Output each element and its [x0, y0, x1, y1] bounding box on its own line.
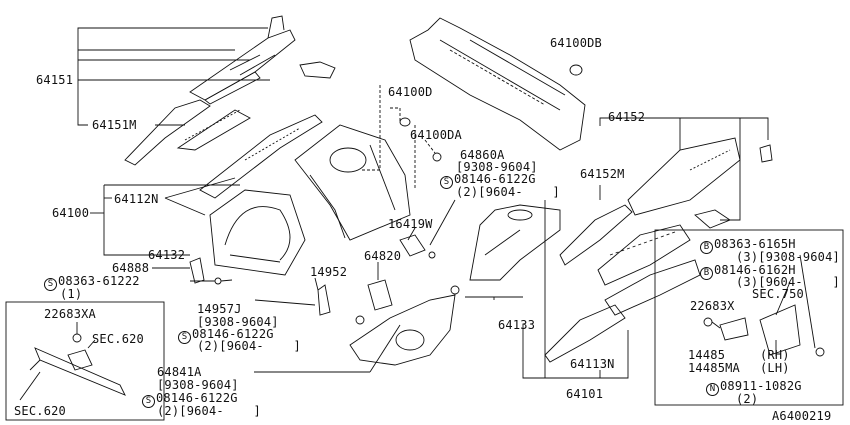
label-64113N: 64113N — [570, 357, 615, 371]
label-14957J-qty: (2)[9604- ] — [197, 339, 301, 353]
b-symbol: B — [700, 241, 713, 254]
diagram-id: A6400219 — [772, 409, 832, 423]
label-64151M: 64151M — [92, 118, 137, 132]
label-16419W: 16419W — [388, 217, 433, 231]
label-64841A-date: [9308-9604] — [157, 378, 239, 392]
label-64100DB: 64100DB — [550, 36, 602, 50]
part-64152 — [627, 137, 773, 229]
part-64860A — [469, 204, 561, 281]
label-64100DA: 64100DA — [410, 128, 462, 142]
part-64841A — [349, 285, 460, 366]
inset-left-frame — [5, 301, 165, 421]
inset-right-b1-qty: (3)[9308-9604] — [736, 250, 840, 264]
inset-right-drawing — [703, 254, 825, 357]
inset-left-22683XA: 22683XA — [44, 307, 96, 321]
part-64132 — [209, 189, 306, 276]
label-64152M: 64152M — [580, 167, 625, 181]
leader-lines — [77, 27, 769, 379]
label-64841A: 64841A — [157, 365, 202, 379]
part-64820 — [317, 279, 393, 325]
part-64151-rail — [189, 15, 336, 105]
label-64888: 64888 — [112, 261, 150, 275]
label-64100D: 64100D — [388, 85, 433, 99]
label-64820: 64820 — [364, 249, 402, 263]
part-64152M — [559, 204, 633, 266]
b-symbol: B — [700, 267, 713, 280]
inset-right-14485-side: (RH) — [760, 348, 790, 362]
s-symbol: S — [440, 176, 453, 189]
n-symbol: N — [706, 383, 719, 396]
inset-right-14485MA-side: (LH) — [760, 361, 790, 375]
inset-left-sec620-b: SEC.620 — [14, 404, 66, 418]
part-64112N — [199, 114, 323, 199]
inset-right-14485MA: 14485MA — [688, 361, 740, 375]
label-64860A-qty: (2)[9604- ] — [456, 185, 560, 199]
s-symbol: S — [44, 278, 57, 291]
label-64152: 64152 — [608, 110, 646, 124]
label-14957J-date: [9308-9604] — [197, 315, 279, 329]
s-symbol: S — [178, 331, 191, 344]
inset-left-sec620-a: SEC.620 — [92, 332, 144, 346]
label-64133: 64133 — [498, 318, 536, 332]
label-64151: 64151 — [36, 73, 74, 87]
s-symbol: S — [142, 395, 155, 408]
clips — [399, 64, 583, 162]
inset-right-sec750: SEC.750 — [752, 287, 804, 301]
inset-right-frame — [654, 229, 844, 406]
hardware-left — [189, 257, 233, 285]
label-64132: 64132 — [148, 248, 186, 262]
label-64841A-qty: (2)[9604- ] — [157, 404, 261, 418]
part-64100-apron — [294, 124, 411, 241]
label-08363-left-qty: (1) — [60, 287, 83, 301]
label-64101: 64101 — [566, 387, 604, 401]
inset-right-b2-qty: (3)[9604- ] — [736, 275, 840, 289]
label-64860A: 64860A — [460, 148, 505, 162]
part-64151M — [124, 99, 251, 166]
label-64100: 64100 — [52, 206, 90, 220]
inset-left-drawing — [19, 322, 126, 401]
part-frame-rail — [544, 224, 701, 363]
label-64860A-date: [9308-9604] — [456, 160, 538, 174]
label-14952: 14952 — [310, 265, 348, 279]
part-16419W — [399, 234, 436, 259]
label-14957J: 14957J — [197, 302, 242, 316]
part-cowl — [409, 17, 586, 151]
inset-right-14485: 14485 — [688, 348, 726, 362]
label-64112N: 64112N — [114, 192, 159, 206]
inset-right-nut-qty: (2) — [736, 392, 759, 406]
inset-right-22683X: 22683X — [690, 299, 735, 313]
